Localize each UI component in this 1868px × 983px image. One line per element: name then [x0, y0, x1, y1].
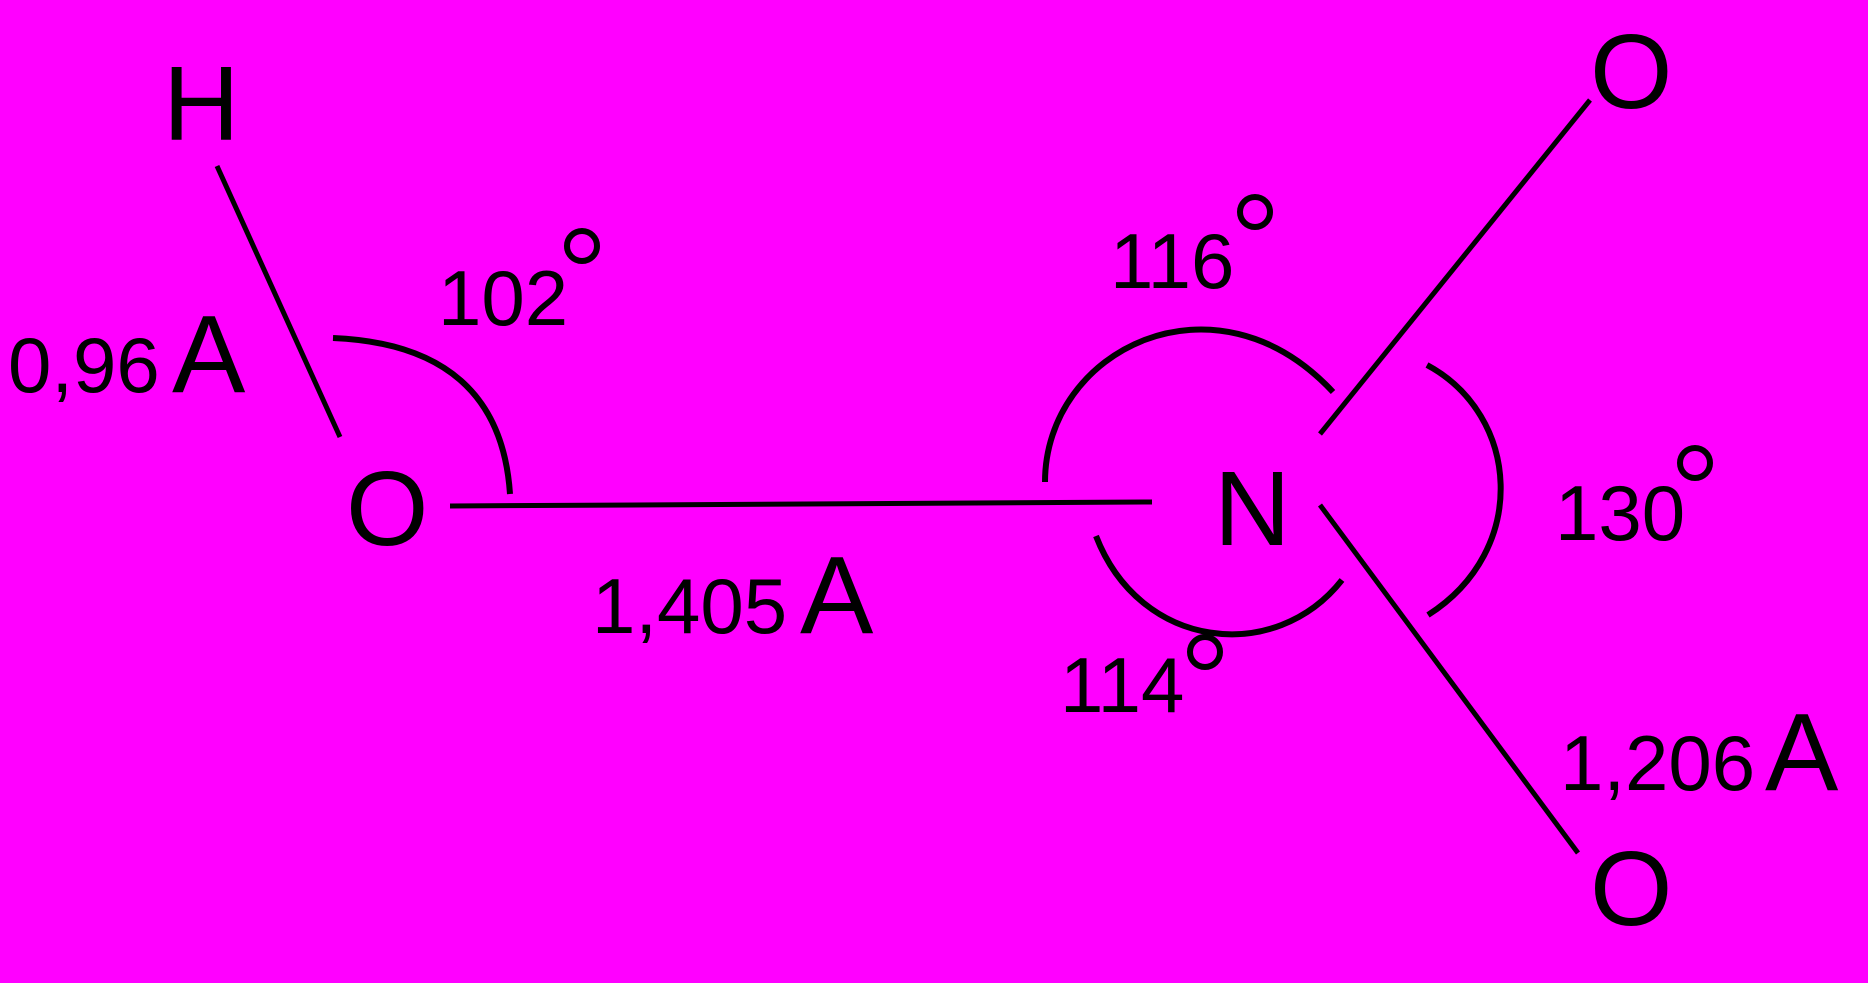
bond-length-o-n-unit: A	[800, 534, 874, 657]
angle-o-n-o-bottom-value: 114	[1060, 641, 1184, 729]
bond-length-o-n: 1,405 A	[592, 534, 874, 657]
degree-symbol	[1677, 445, 1713, 481]
angle-arc-o-n-o-top	[1042, 326, 1336, 483]
bond-length-o-h: 0,96 A	[8, 293, 246, 416]
angle-o-n-o-value: 130	[1555, 469, 1685, 557]
bond-length-o-h-value: 0,96	[8, 321, 160, 409]
bond-length-n-o-value: 1,206	[1560, 719, 1755, 807]
angle-label-o-n-o-bottom: 114	[1060, 634, 1223, 729]
angle-arc-o-n-o	[1425, 362, 1504, 618]
angle-label-o-n-o-top: 116	[1110, 194, 1273, 305]
degree-symbol	[564, 228, 600, 264]
bond-n-o-bottom	[1317, 503, 1581, 855]
bond-n-o-top	[1318, 98, 1592, 436]
bond-length-o-n-value: 1,405	[592, 562, 787, 650]
bond-o-n	[449, 499, 1153, 509]
angle-arc-o-n-o-bottom	[1093, 534, 1345, 638]
angle-h-o-n-value: 102	[438, 254, 568, 342]
atom-oxygen-top: O	[1590, 13, 1672, 131]
angle-label-o-n-o: 130	[1555, 445, 1713, 557]
degree-symbol	[1187, 634, 1223, 670]
bond-length-n-o-unit: A	[1765, 691, 1839, 814]
bond-length-n-o: 1,206 A	[1560, 691, 1839, 814]
atom-oxygen-bottom: O	[1590, 830, 1672, 948]
degree-symbol	[1237, 194, 1273, 230]
angle-o-n-o-top-value: 116	[1110, 217, 1234, 305]
bond-length-o-h-unit: A	[172, 293, 246, 416]
atom-hydrogen: H	[163, 45, 240, 163]
bond-h-o	[214, 164, 343, 439]
atom-oxygen-hydroxyl: O	[346, 450, 428, 568]
angle-arc-h-o-n	[332, 335, 513, 495]
angle-label-h-o-n: 102	[438, 228, 600, 342]
atom-nitrogen: N	[1214, 450, 1291, 568]
